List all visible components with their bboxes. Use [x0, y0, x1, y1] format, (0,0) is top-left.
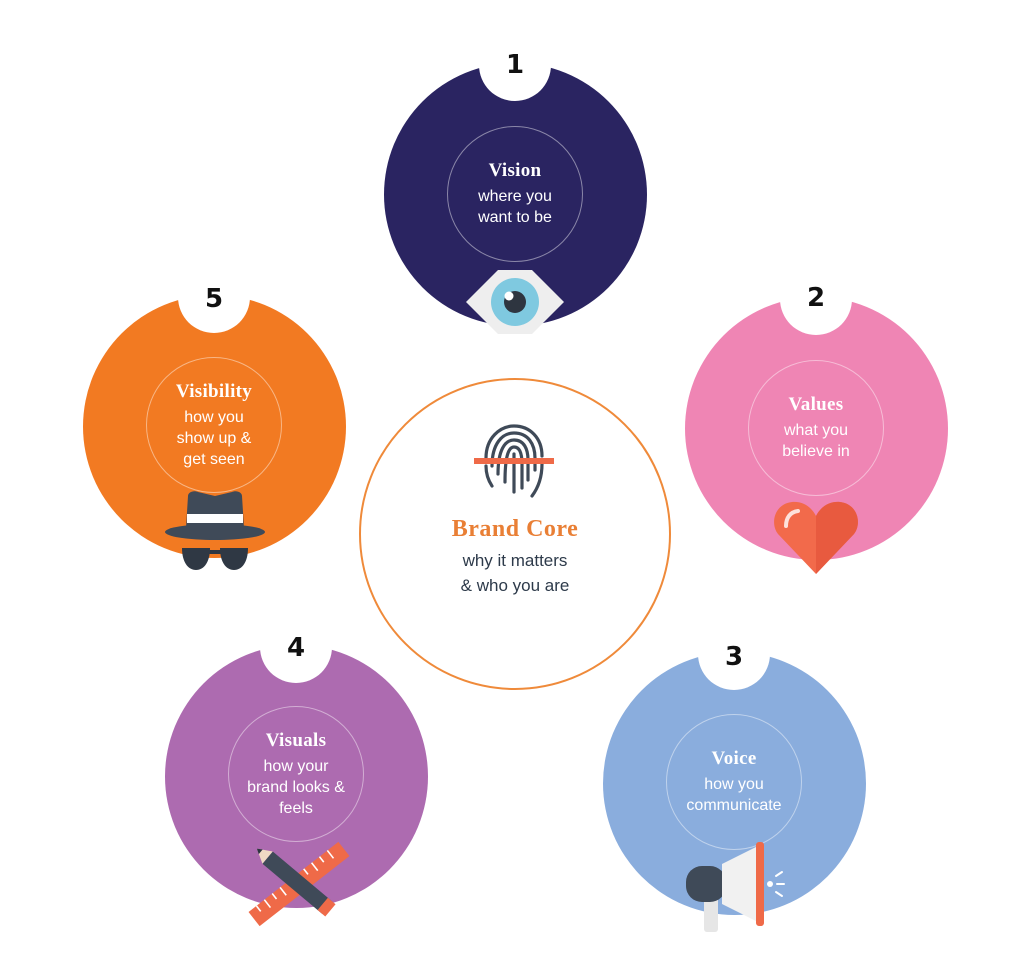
voice-subtitle: how you communicate — [686, 776, 782, 814]
voice-title: Voice — [711, 748, 757, 769]
visuals-subtitle: how your brand looks & feels — [247, 757, 345, 817]
vision-number: 1 — [505, 50, 525, 80]
visibility-subtitle: how you show up & get seen — [176, 408, 252, 468]
vision-label-ring: Vision where you want to be — [447, 126, 583, 262]
values-number-notch — [780, 263, 852, 335]
visuals-number-notch — [260, 611, 332, 683]
values-title: Values — [788, 394, 844, 415]
hat-glasses-icon — [165, 491, 265, 570]
visuals-label-ring: Visuals how your brand looks & feels — [228, 706, 364, 842]
brand-core-line1: why it matters — [462, 551, 568, 570]
vision-number-notch — [479, 29, 551, 101]
values-subtitle: what you believe in — [782, 422, 850, 460]
eye-icon — [466, 270, 564, 334]
vision-subtitle: where you want to be — [478, 188, 552, 226]
visuals-title: Visuals — [265, 729, 327, 751]
heart-icon — [774, 501, 858, 574]
megaphone-icon — [686, 842, 785, 932]
brand-core-line2: & who you are — [460, 576, 570, 595]
visuals-number: 4 — [286, 633, 306, 663]
brand-core-title: Brand Core — [451, 516, 579, 542]
visibility-title: Visibility — [175, 380, 253, 402]
pencil-ruler-icon — [248, 841, 350, 927]
values-number: 2 — [806, 283, 826, 313]
voice-number: 3 — [724, 642, 744, 672]
fingerprint-icon — [474, 424, 554, 498]
brand-core-text: Brand Core why it matters & who you are — [0, 516, 1024, 596]
brand-core-circle — [359, 378, 671, 690]
values-label-ring: Values what you believe in — [748, 360, 884, 496]
voice-number-notch — [698, 618, 770, 690]
visibility-number: 5 — [204, 284, 224, 314]
vision-title: Vision — [488, 160, 542, 181]
voice-label-ring: Voice how you communicate — [666, 714, 802, 850]
visibility-label-ring: Visibility how you show up & get seen — [146, 357, 282, 493]
visibility-number-notch — [178, 261, 250, 333]
